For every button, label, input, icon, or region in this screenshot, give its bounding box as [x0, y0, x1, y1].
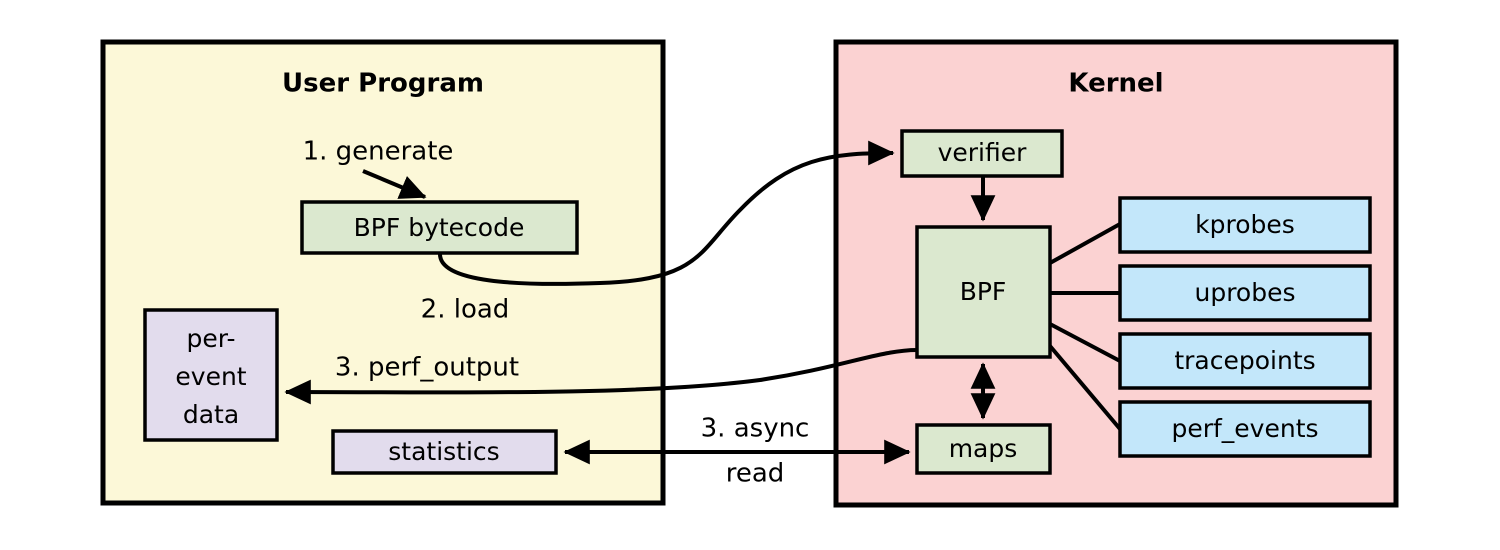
- edge-label-read: read: [726, 459, 785, 489]
- tracepoints-label: tracepoints: [1174, 346, 1315, 375]
- edge-label-load: 2. load: [421, 295, 510, 325]
- per-event-data-label-line3: data: [183, 400, 239, 429]
- node-bpf-bytecode[interactable]: BPF bytecode: [300, 200, 579, 255]
- per-event-data-label-line2: event: [175, 362, 246, 391]
- per-event-data-label-line1: per-: [187, 324, 236, 353]
- statistics-label: statistics: [388, 437, 499, 466]
- statistics-rect[interactable]: [331, 429, 558, 475]
- edge-perf-output-curve: [284, 348, 918, 405]
- perf-events-label: perf_events: [1171, 414, 1318, 443]
- uprobes-label: uprobes: [1194, 278, 1295, 307]
- edge-bpf-to-tracepoints: [1049, 322, 1121, 363]
- node-bpf[interactable]: BPF: [915, 225, 1052, 359]
- bpf-label: BPF: [960, 277, 1007, 306]
- verifier-label: verifier: [938, 138, 1028, 167]
- maps-label: maps: [949, 434, 1018, 463]
- edge-label-async: 3. async: [701, 414, 810, 444]
- node-uprobes[interactable]: uprobes: [1118, 264, 1372, 322]
- kprobes-rect[interactable]: [1118, 196, 1372, 254]
- per-event-data-rect[interactable]: [143, 308, 279, 442]
- node-statistics[interactable]: statistics: [331, 429, 558, 475]
- edge-bpf-to-perf-events: [1048, 344, 1122, 431]
- edge-label-perf-output: 3. perf_output: [335, 353, 519, 383]
- user-program-panel-title: User Program: [282, 69, 484, 99]
- edge-label-generate: 1. generate: [303, 137, 454, 167]
- verifier-rect[interactable]: [900, 129, 1064, 178]
- edge-bpf-to-kprobes: [1049, 222, 1121, 265]
- tracepoints-rect[interactable]: [1118, 332, 1372, 390]
- kprobes-label: kprobes: [1195, 210, 1295, 239]
- kernel-panel-title: Kernel: [1068, 69, 1163, 99]
- node-perf-events[interactable]: perf_events: [1118, 400, 1372, 458]
- edge-generate-arrow: [362, 169, 427, 199]
- node-per-event-data[interactable]: per- event data: [143, 308, 279, 442]
- edge-load-curve: [437, 140, 895, 286]
- node-kprobes[interactable]: kprobes: [1118, 196, 1372, 254]
- bpf-bytecode-label: BPF bytecode: [354, 213, 525, 242]
- node-tracepoints[interactable]: tracepoints: [1118, 332, 1372, 390]
- maps-rect[interactable]: [915, 423, 1052, 475]
- uprobes-rect[interactable]: [1118, 264, 1372, 322]
- bpf-bytecode-rect[interactable]: [300, 200, 579, 255]
- perf-events-rect[interactable]: [1118, 400, 1372, 458]
- node-maps[interactable]: maps: [915, 423, 1052, 475]
- node-verifier[interactable]: verifier: [900, 129, 1064, 178]
- bpf-rect[interactable]: [915, 225, 1052, 359]
